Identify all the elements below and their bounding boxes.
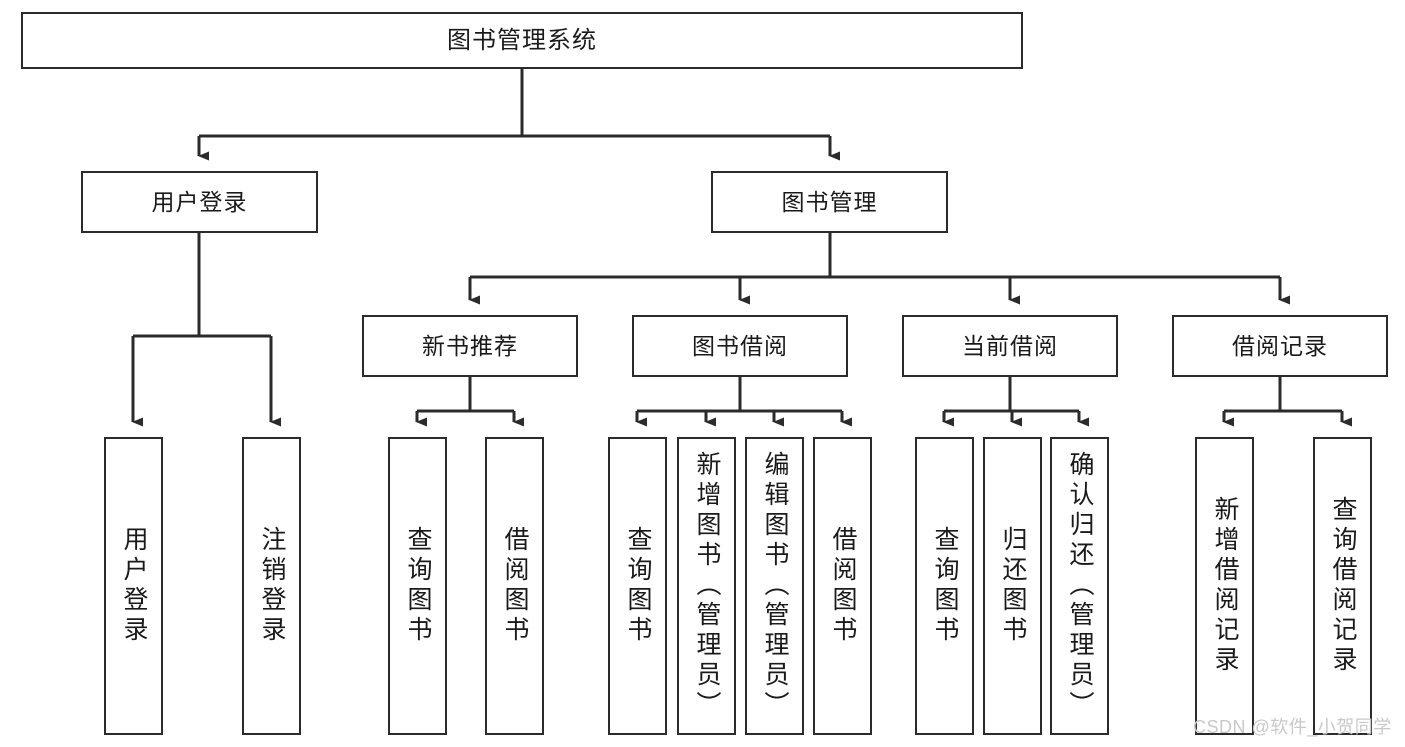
node-leaf-logout-label: 注销登录 bbox=[258, 526, 286, 646]
node-leaf-user-login[interactable]: 用户登录 bbox=[104, 437, 163, 735]
node-leaf-borrow-book-2[interactable]: 借阅图书 bbox=[813, 437, 872, 735]
node-leaf-confirm-return-label: 确认归还（管理员） bbox=[1066, 451, 1094, 721]
node-leaf-add-book-label: 新增图书（管理员） bbox=[693, 451, 721, 721]
node-user-login-label: 用户登录 bbox=[151, 188, 248, 215]
node-book-borrow-label: 图书借阅 bbox=[692, 332, 788, 359]
node-leaf-add-book[interactable]: 新增图书（管理员） bbox=[677, 437, 736, 735]
node-leaf-query-book-2-label: 查询图书 bbox=[624, 526, 652, 646]
node-book-borrow[interactable]: 图书借阅 bbox=[632, 315, 848, 377]
node-root-system-label: 图书管理系统 bbox=[447, 26, 597, 54]
node-user-login[interactable]: 用户登录 bbox=[81, 171, 318, 233]
node-borrow-record[interactable]: 借阅记录 bbox=[1172, 315, 1388, 377]
node-leaf-logout[interactable]: 注销登录 bbox=[242, 437, 301, 735]
node-leaf-query-book-3[interactable]: 查询图书 bbox=[915, 437, 974, 735]
node-leaf-query-record-label: 查询借阅记录 bbox=[1329, 496, 1357, 676]
node-leaf-borrow-book-1[interactable]: 借阅图书 bbox=[485, 437, 544, 735]
node-root-system[interactable]: 图书管理系统 bbox=[21, 12, 1023, 69]
node-leaf-query-book-3-label: 查询图书 bbox=[931, 526, 959, 646]
node-new-book-recommend-label: 新书推荐 bbox=[422, 332, 518, 359]
node-new-book-recommend[interactable]: 新书推荐 bbox=[362, 315, 578, 377]
node-book-management[interactable]: 图书管理 bbox=[711, 171, 948, 233]
node-leaf-borrow-book-1-label: 借阅图书 bbox=[501, 526, 529, 646]
node-leaf-query-record[interactable]: 查询借阅记录 bbox=[1313, 437, 1372, 735]
node-leaf-query-book-2[interactable]: 查询图书 bbox=[608, 437, 667, 735]
node-leaf-query-book-1[interactable]: 查询图书 bbox=[388, 437, 447, 735]
node-leaf-return-book-label: 归还图书 bbox=[999, 526, 1027, 646]
node-leaf-borrow-book-2-label: 借阅图书 bbox=[829, 526, 857, 646]
node-leaf-add-record[interactable]: 新增借阅记录 bbox=[1195, 437, 1254, 735]
node-leaf-query-book-1-label: 查询图书 bbox=[404, 526, 432, 646]
node-book-management-label: 图书管理 bbox=[781, 188, 878, 215]
node-leaf-add-record-label: 新增借阅记录 bbox=[1211, 496, 1239, 676]
node-leaf-edit-book[interactable]: 编辑图书（管理员） bbox=[745, 437, 804, 735]
node-leaf-return-book[interactable]: 归还图书 bbox=[983, 437, 1042, 735]
node-current-borrow-label: 当前借阅 bbox=[962, 332, 1058, 359]
node-leaf-edit-book-label: 编辑图书（管理员） bbox=[761, 451, 789, 721]
node-leaf-confirm-return[interactable]: 确认归还（管理员） bbox=[1050, 437, 1109, 735]
node-leaf-user-login-label: 用户登录 bbox=[120, 526, 148, 646]
node-borrow-record-label: 借阅记录 bbox=[1232, 332, 1328, 359]
node-current-borrow[interactable]: 当前借阅 bbox=[902, 315, 1118, 377]
watermark-text: CSDN @软件_小贺同学 bbox=[1193, 717, 1392, 737]
